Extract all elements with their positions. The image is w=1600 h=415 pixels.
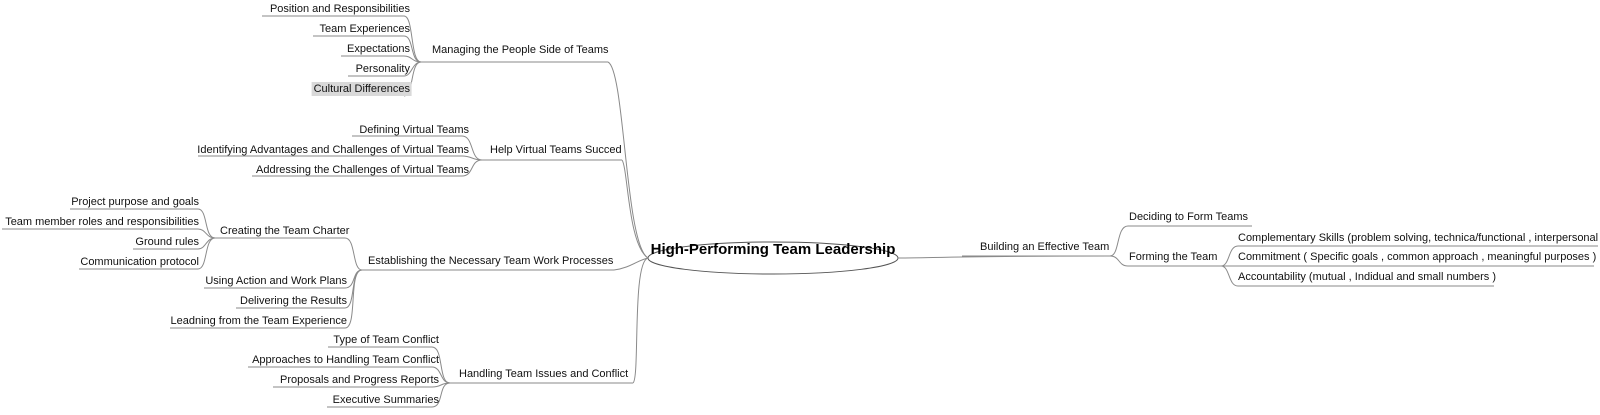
subtopic-cultural-differences[interactable]: Cultural Differences <box>311 82 412 96</box>
forming-complementary-skills[interactable]: Complementary Skills (problem solving, t… <box>1238 232 1600 244</box>
forming-commitment[interactable]: Commitment ( Specific goals , common app… <box>1238 251 1597 263</box>
subtopic-proposals-reports[interactable]: Proposals and Progress Reports <box>280 374 439 386</box>
subtopic-conflict-approaches[interactable]: Approaches to Handling Team Conflict <box>252 354 439 366</box>
link-processes <box>613 257 649 271</box>
subtopic-position[interactable]: Position and Responsibilities <box>269 3 410 15</box>
link-virtual <box>621 159 649 259</box>
charter-ground-rules[interactable]: Ground rules <box>135 236 199 248</box>
subtopic-defining-virtual[interactable]: Defining Virtual Teams <box>359 124 469 136</box>
link-managing <box>607 61 649 259</box>
subtopic-deciding-form[interactable]: Deciding to Form Teams <box>1129 211 1249 223</box>
subtopic-delivering-results[interactable]: Delivering the Results <box>240 295 347 307</box>
topic-processes[interactable]: Establishing the Necessary Team Work Pro… <box>368 255 614 267</box>
topic-managing-people[interactable]: Managing the People Side of Teams <box>432 44 609 56</box>
subtopic-team-experiences[interactable]: Team Experiences <box>319 23 411 35</box>
subtopic-team-charter[interactable]: Creating the Team Charter <box>220 225 350 237</box>
subtopic-personality[interactable]: Personality <box>355 63 410 75</box>
subtopic-forming-team[interactable]: Forming the Team <box>1129 251 1218 263</box>
central-topic[interactable]: High-Performing Team Leadership <box>650 241 896 258</box>
subtopic-expectations[interactable]: Expectations <box>347 43 410 55</box>
subtopic-addressing-challenges[interactable]: Addressing the Challenges of Virtual Tea… <box>256 164 469 176</box>
charter-communication[interactable]: Communication protocol <box>80 256 199 268</box>
charter-roles[interactable]: Team member roles and responsibilities <box>5 216 199 228</box>
link-conflict <box>632 257 649 384</box>
topic-building-team[interactable]: Building an Effective Team <box>980 241 1110 253</box>
subtopic-action-plans[interactable]: Using Action and Work Plans <box>205 275 347 287</box>
subtopic-conflict-type[interactable]: Type of Team Conflict <box>333 334 439 346</box>
topic-virtual-teams[interactable]: Help Virtual Teams Succed <box>490 144 622 156</box>
topic-conflict[interactable]: Handling Team Issues and Conflict <box>459 368 629 380</box>
charter-purpose[interactable]: Project purpose and goals <box>71 196 199 208</box>
subtopic-identifying-advantages[interactable]: Identifying Advantages and Challenges of… <box>197 144 469 156</box>
subtopic-executive-summaries[interactable]: Executive Summaries <box>332 394 439 406</box>
forming-accountability[interactable]: Accountability (mutual , Indidual and sm… <box>1238 271 1497 283</box>
subtopic-learning-experience[interactable]: Leadning from the Team Experience <box>170 315 347 327</box>
